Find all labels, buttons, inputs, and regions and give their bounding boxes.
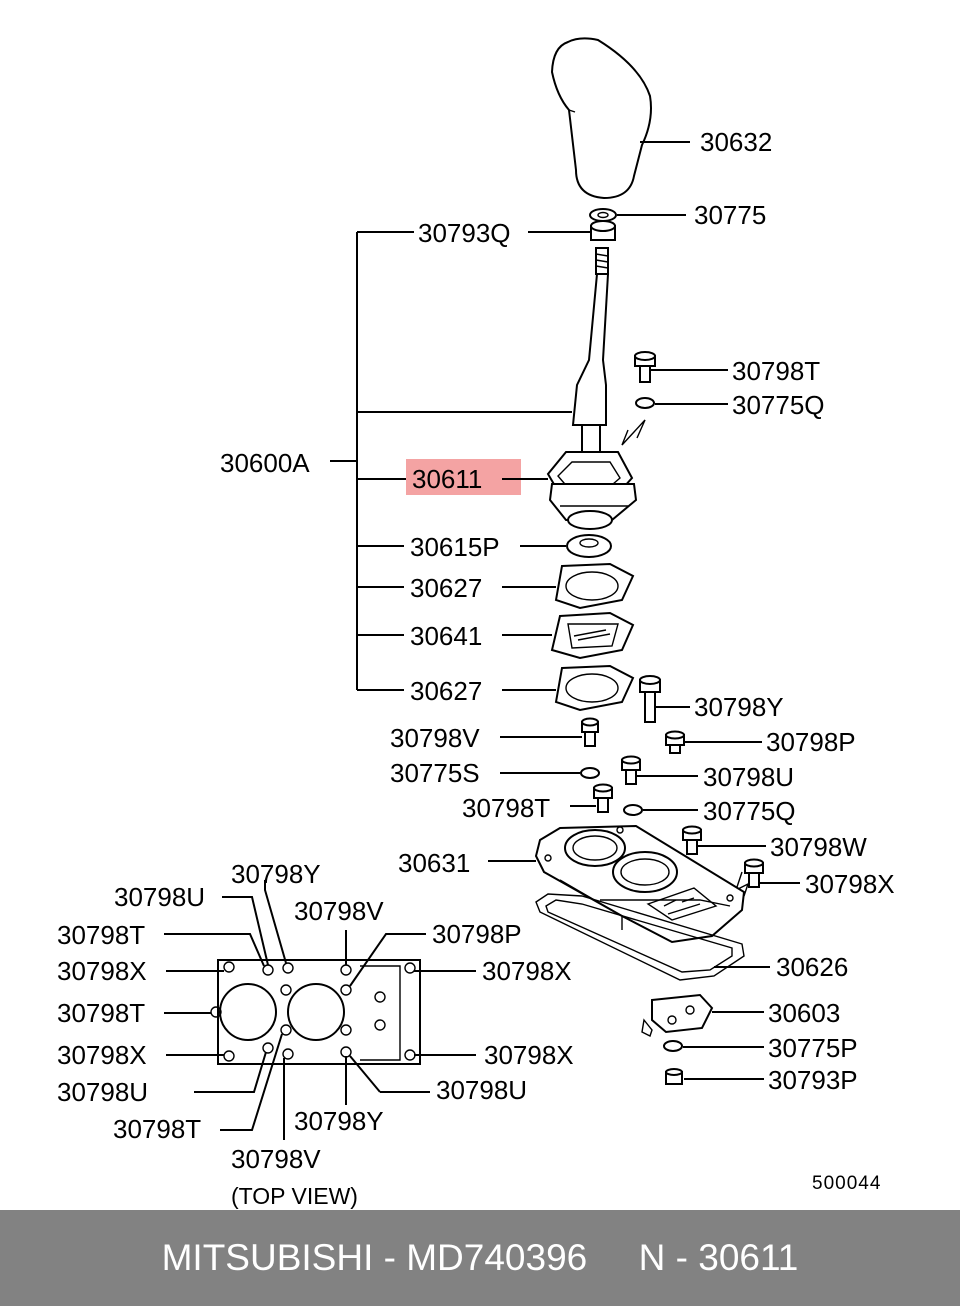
bolt-30798T-lower (593, 783, 613, 813)
label-30798W: 30798W (770, 832, 867, 862)
label-30603: 30603 (768, 998, 840, 1028)
tv-label-t-bot: 30798T (113, 1114, 201, 1144)
label-30632: 30632 (700, 127, 772, 157)
label-30615P: 30615P (410, 532, 500, 562)
shift-lever (571, 247, 610, 458)
gasket-30627-lower (554, 664, 635, 712)
label-30798T-a: 30798T (732, 356, 820, 386)
label-30775Q-a: 30775Q (732, 390, 825, 420)
tv-label-u-bot-right: 30798U (436, 1075, 527, 1105)
tv-label-y-top: 30798Y (231, 859, 321, 889)
tv-label-v-bot: 30798V (231, 1144, 321, 1174)
nut-30793Q (590, 220, 616, 241)
gasket-30627-upper (554, 562, 635, 610)
label-30600A: 30600A (220, 448, 310, 478)
diagram-id: 500044 (812, 1173, 881, 1194)
tv-label-t-top: 30798T (57, 920, 145, 950)
nut-30793P (665, 1068, 683, 1085)
label-30793P: 30793P (768, 1065, 858, 1095)
label-30775S: 30775S (390, 758, 480, 788)
top-view-labels: 30798U 30798Y 30798V 30798P 30798T 30798… (57, 859, 574, 1209)
plate-30641 (550, 611, 635, 660)
tv-label-x-right-bot: 30798X (484, 1040, 574, 1070)
part-labels: 30632 30775 30793Q 30798T 30775Q 30600A … (220, 127, 895, 1095)
bolt-30798W (682, 825, 702, 855)
label-30631: 30631 (398, 848, 470, 878)
bolt-30798X (744, 858, 764, 888)
label-30626: 30626 (776, 952, 848, 982)
label-30793Q: 30793Q (418, 218, 511, 248)
tv-label-p-top: 30798P (432, 919, 522, 949)
bolt-30798U (621, 755, 641, 785)
tv-label-x-left-bot: 30798X (57, 1040, 147, 1070)
parts-diagram: 30632 30775 30793Q 30798T 30775Q 30600A … (57, 37, 895, 1209)
part-number-footer: MITSUBISHI - MD740396 N - 30611 (0, 1210, 960, 1306)
shift-knob (550, 37, 652, 200)
label-30798U: 30798U (703, 762, 794, 792)
label-30641: 30641 (410, 621, 482, 651)
label-30798Y: 30798Y (694, 692, 784, 722)
label-30611: 30611 (412, 464, 482, 494)
tv-label-v-top: 30798V (294, 896, 384, 926)
washer-30775Q-upper (635, 397, 655, 409)
label-30798T-b: 30798T (462, 793, 550, 823)
gasket-30626 (535, 893, 745, 981)
washer-30775P (663, 1040, 683, 1052)
label-30627-a: 30627 (410, 573, 482, 603)
washer-30775Q-lower (623, 804, 643, 816)
bolt-30798V (581, 717, 599, 747)
bracket-30603 (641, 993, 714, 1037)
highlight-30611 (406, 459, 521, 495)
shift-housing-30611 (546, 451, 638, 530)
housing-30631 (534, 824, 746, 944)
label-30775Q-b: 30775Q (703, 796, 796, 826)
top-view-plate (210, 959, 421, 1065)
tv-label-t-mid: 30798T (57, 998, 145, 1028)
washer-30775 (589, 208, 617, 222)
tv-label-u-top: 30798U (114, 882, 205, 912)
bolt-30798Y (639, 675, 661, 723)
tv-label-y-bot: 30798Y (294, 1106, 384, 1136)
label-30627-b: 30627 (410, 676, 482, 706)
label-30775P: 30775P (768, 1033, 858, 1063)
label-30798P: 30798P (766, 727, 856, 757)
ring-30615P (566, 534, 612, 558)
top-view-caption: (TOP VIEW) (231, 1183, 358, 1209)
tv-label-x-right-top: 30798X (482, 956, 572, 986)
bolt-30798T-upper (634, 351, 656, 383)
label-30775: 30775 (694, 200, 766, 230)
label-30798X: 30798X (805, 869, 895, 899)
label-30798V: 30798V (390, 723, 480, 753)
washer-30775S (580, 767, 600, 779)
bolt-30798P (665, 730, 685, 754)
tv-label-x-left-top: 30798X (57, 956, 147, 986)
tv-label-u-bot-left: 30798U (57, 1077, 148, 1107)
